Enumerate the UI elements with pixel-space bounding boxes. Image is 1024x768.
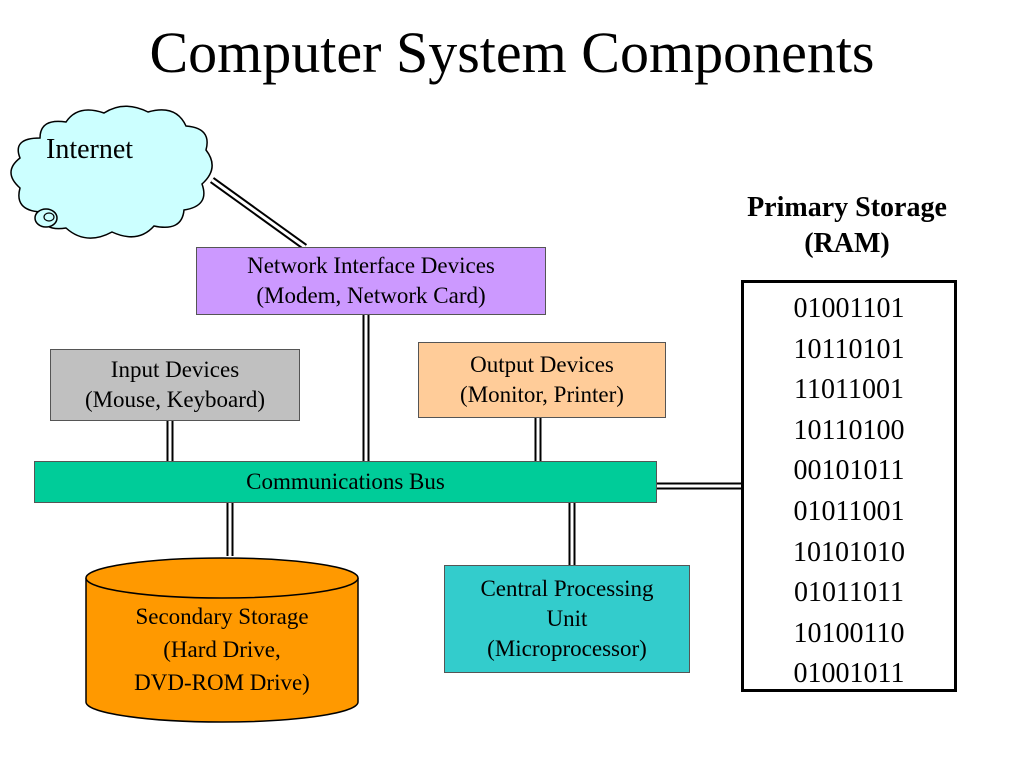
internet-label: Internet — [46, 134, 134, 165]
page-title: Computer System Components — [149, 20, 875, 85]
ram-box: 01001101 10110101 11011001 10110100 0010… — [741, 280, 957, 692]
secondary-line2: (Hard Drive, — [163, 637, 281, 662]
secondary-line1: Secondary Storage — [135, 604, 309, 629]
ram-row: 01001011 — [793, 658, 905, 690]
ram-row: 10100110 — [793, 617, 905, 649]
input-line2: (Mouse, Keyboard) — [84, 387, 266, 412]
communications-bus-box: Communications Bus — [34, 461, 657, 503]
cpu-box: Central Processing Unit (Microprocessor) — [444, 565, 690, 673]
cpu-line3: (Microprocessor) — [487, 636, 647, 661]
network-interface-devices-box: Network Interface Devices (Modem, Networ… — [196, 247, 546, 315]
internet-cloud-icon — [10, 105, 213, 239]
primary-storage-title: Primary Storage (RAM) — [712, 190, 982, 262]
ram-row: 01011001 — [793, 495, 905, 527]
secondary-storage-cylinder-icon — [85, 557, 359, 723]
network-line2: (Modem, Network Card) — [256, 283, 486, 308]
ram-row: 01001101 — [793, 293, 905, 324]
primary-title-line1: Primary Storage — [747, 192, 947, 223]
cpu-line2: Unit — [546, 606, 588, 631]
output-line2: (Monitor, Printer) — [460, 382, 624, 407]
ram-row: 10110100 — [793, 414, 905, 446]
input-devices-box: Input Devices (Mouse, Keyboard) — [50, 349, 300, 421]
bus-label: Communications Bus — [246, 469, 445, 494]
network-line1: Network Interface Devices — [247, 253, 495, 278]
primary-title-line2: (RAM) — [804, 228, 890, 259]
output-devices-box: Output Devices (Monitor, Printer) — [418, 342, 666, 418]
ram-row: 10101010 — [793, 536, 905, 568]
secondary-storage-label: Secondary Storage (Hard Drive, DVD-ROM D… — [86, 600, 358, 699]
ram-row: 00101011 — [793, 455, 905, 487]
cpu-line1: Central Processing — [480, 576, 654, 601]
connector-internet-network — [209, 177, 308, 250]
secondary-line3: DVD-ROM Drive) — [134, 670, 310, 695]
input-line1: Input Devices — [110, 357, 240, 382]
ram-row: 10110101 — [793, 333, 905, 365]
output-line1: Output Devices — [470, 352, 614, 377]
ram-row: 11011001 — [794, 374, 904, 406]
ram-row: 01011011 — [794, 577, 904, 609]
